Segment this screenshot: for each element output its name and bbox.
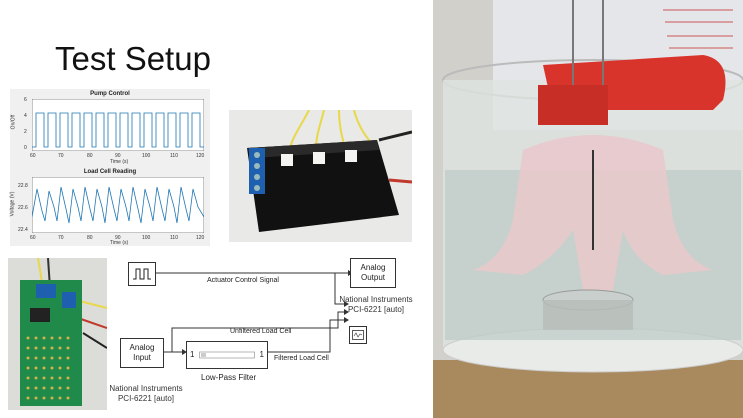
pump-xlabel: Time (s) bbox=[110, 159, 129, 165]
pump-xtick: 80 bbox=[87, 153, 93, 159]
scope-screen-icon bbox=[352, 330, 364, 340]
low-pass-filter-label: Low-Pass Filter bbox=[201, 373, 257, 382]
diagram-wires bbox=[156, 270, 353, 355]
pump-ytick: 0 bbox=[24, 145, 27, 151]
pump-xtick: 100 bbox=[142, 153, 151, 159]
ni-output-line2: PCI-6221 [auto] bbox=[347, 305, 405, 314]
ni-input-line1: National Instruments bbox=[109, 384, 183, 393]
ni-output-line1: National Instruments bbox=[339, 295, 413, 304]
circuit-board-illustration bbox=[8, 258, 107, 410]
load-xtick: 70 bbox=[58, 235, 64, 241]
pump-ytick: 2 bbox=[24, 129, 27, 135]
load-ylabel: Voltage (V) bbox=[9, 191, 16, 217]
pump-ytick: 4 bbox=[24, 113, 27, 119]
analog-output-block[interactable]: Analog Output bbox=[350, 258, 396, 288]
low-pass-filter-block[interactable]: 1 1 bbox=[186, 341, 268, 369]
pump-plot-axes bbox=[32, 99, 204, 151]
load-xtick: 60 bbox=[30, 235, 36, 241]
load-xtick: 110 bbox=[170, 235, 178, 241]
load-xtick: 100 bbox=[142, 235, 151, 241]
load-xtick: 90 bbox=[115, 235, 121, 241]
load-signal-line bbox=[32, 186, 204, 224]
load-ytick: 22.6 bbox=[18, 205, 28, 211]
load-plot-axes bbox=[32, 177, 204, 233]
pump-ylabel: On/Off bbox=[10, 114, 17, 130]
tank-photo-illustration bbox=[433, 0, 743, 418]
ni-input-label: National Instruments PCI-6221 [auto] bbox=[100, 384, 192, 404]
pump-xtick: 110 bbox=[170, 153, 178, 159]
soft-robot-tank-photo bbox=[433, 0, 743, 418]
plots-figure: Pump Control On/Off 6 4 2 0 60 70 80 90 … bbox=[9, 89, 210, 246]
filtered-signal-label: Filtered Load Cell bbox=[274, 355, 329, 362]
load-ytick: 22.4 bbox=[18, 227, 28, 233]
lpf-slider-icon bbox=[199, 351, 255, 359]
ni-output-label: National Instruments PCI-6221 [auto] bbox=[330, 295, 422, 315]
pump-xtick: 70 bbox=[58, 153, 64, 159]
daq-photo-illustration bbox=[229, 110, 412, 242]
actuator-signal-label: Actuator Control Signal bbox=[207, 277, 279, 284]
pump-xtick: 60 bbox=[30, 153, 36, 159]
pump-xtick: 120 bbox=[196, 153, 205, 159]
pump-xtick: 90 bbox=[115, 153, 121, 159]
pump-ytick: 6 bbox=[24, 97, 27, 103]
slide-title: Test Setup bbox=[55, 40, 211, 77]
unfiltered-signal-label: Unfiltered Load Cell bbox=[230, 328, 292, 335]
daq-photo bbox=[229, 110, 412, 242]
load-ytick: 22.8 bbox=[18, 183, 28, 189]
load-xlabel: Time (s) bbox=[110, 240, 129, 246]
pulse-generator-block[interactable] bbox=[128, 262, 156, 286]
analog-input-block[interactable]: Analog Input bbox=[120, 338, 164, 368]
pump-signal-line bbox=[32, 112, 204, 148]
load-xtick: 120 bbox=[196, 235, 205, 241]
pump-plot-title: Pump Control bbox=[90, 91, 130, 97]
scope-block[interactable] bbox=[349, 326, 367, 344]
load-plot-title: Load Cell Reading bbox=[83, 169, 137, 175]
lpf-in-port: 1 bbox=[190, 350, 195, 359]
pulse-wave-icon bbox=[133, 268, 151, 280]
ni-input-line2: PCI-6221 [auto] bbox=[117, 394, 175, 403]
circuit-board-photo bbox=[8, 258, 107, 410]
lpf-out-port: 1 bbox=[259, 350, 264, 359]
load-xtick: 80 bbox=[87, 235, 93, 241]
